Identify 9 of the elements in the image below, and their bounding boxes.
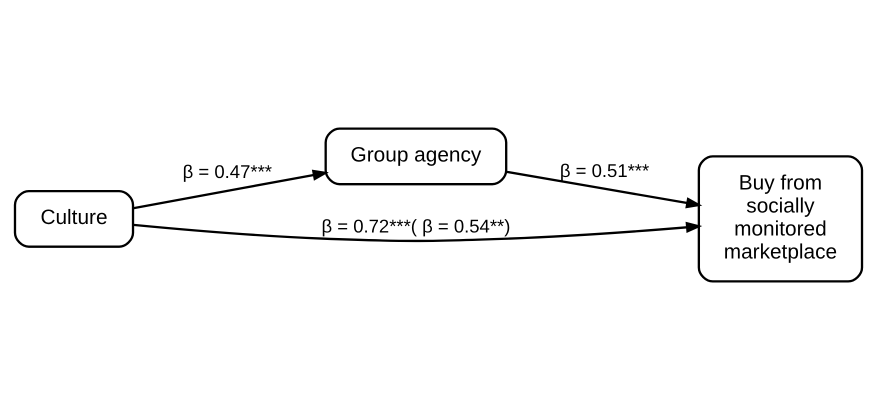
- node-box: Buy from socially monitored marketplace: [698, 155, 864, 283]
- node-box: Culture: [14, 190, 134, 248]
- arrow: [506, 170, 702, 208]
- arrow: [133, 222, 702, 242]
- edge-label: β = 0.72***( β = 0.54**): [321, 216, 510, 237]
- arrow: [132, 170, 329, 210]
- node-box: Group agency: [324, 127, 508, 186]
- edge-label: β = 0.47***: [182, 161, 272, 182]
- edge-label: β = 0.51***: [560, 160, 650, 181]
